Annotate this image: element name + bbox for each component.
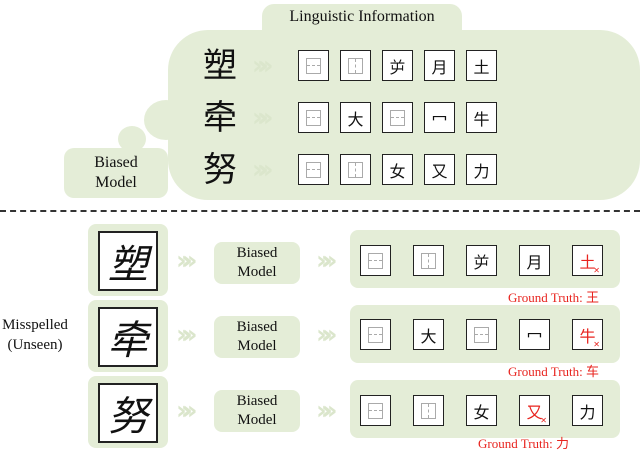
section-divider [0,210,640,212]
top-row-3: 努 [190,150,250,190]
component-box [360,319,391,350]
ground-truth-char: 车 [586,364,600,379]
component-box: 女 [466,395,497,426]
component-box [382,102,413,133]
structure-icon [348,161,363,178]
ground-truth: Ground Truth: 王 [508,287,599,306]
structure-icon [368,402,383,419]
ground-truth: Ground Truth: 力 [478,433,569,452]
top-row-1-components: 屰 月 土 [298,50,497,81]
component-box [413,245,444,276]
ground-truth-label: Ground Truth: [508,290,583,305]
biased-model-label: Biased Model [236,393,278,428]
structure-icon [474,326,489,343]
component-box [340,154,371,185]
error-x-icon: ✕ [540,416,547,425]
arrow-icon: »» [316,396,337,426]
linguistic-info-header: Linguistic Information [289,8,435,25]
ground-truth-char: 王 [586,290,600,305]
structure-icon [421,252,436,269]
ground-truth-label: Ground Truth: [478,436,553,451]
component-box: 又 [424,154,455,185]
top-row-2: 牵 [190,98,250,138]
component-box-wrong: 又 ✕ [519,395,550,426]
component-box [413,395,444,426]
top-row-1: 塑 [190,46,250,86]
component-box [298,154,329,185]
top-row-char: 牵 [203,98,237,138]
wrong-component: 土 [579,252,596,272]
component-box: 大 [340,102,371,133]
component-box: 力 [572,395,603,426]
biased-model-box: Biased Model [214,390,300,432]
arrow-icon: »» [252,51,273,81]
misspelled-label: Misspelled (Unseen) [0,315,70,355]
arrow-icon: »» [176,246,197,276]
top-row-char: 塑 [203,46,237,86]
component-box: 大 [413,319,444,350]
structure-icon [306,109,321,126]
bottom-row-1-components: 屰 月 土 ✕ [360,245,603,276]
thought-bubble [118,126,146,152]
arrow-icon: »» [316,320,337,350]
error-x-icon: ✕ [593,266,600,275]
component-box-wrong: 土 ✕ [572,245,603,276]
biased-model-label: Biased Model [236,319,278,354]
component-box [466,319,497,350]
thought-bubble [144,100,188,140]
component-box: 女 [382,154,413,185]
component-box: 牛 [466,102,497,133]
ground-truth-char: 力 [556,436,570,451]
component-box [340,50,371,81]
ground-truth-label: Ground Truth: [508,364,583,379]
component-box: 屰 [382,50,413,81]
top-row-2-components: 大 冖 牛 [298,102,497,133]
arrow-icon: »» [252,155,273,185]
component-box: 土 [466,50,497,81]
wrong-component: 牛 [579,326,596,346]
component-box: 力 [466,154,497,185]
wrong-component: 又 [526,402,543,422]
arrow-icon: »» [316,246,337,276]
component-box: 月 [424,50,455,81]
arrow-icon: »» [176,396,197,426]
biased-model-top-label: Biased Model [94,154,138,191]
handwritten-char: 塑 [98,231,158,291]
component-box: 冖 [519,319,550,350]
arrow-icon: »» [252,103,273,133]
bottom-row-2-components: 大 冖 牛 ✕ [360,319,603,350]
structure-icon [306,57,321,74]
component-box [298,102,329,133]
structure-icon [368,252,383,269]
ground-truth: Ground Truth: 车 [508,361,599,380]
component-box [360,395,391,426]
linguistic-info-header-tab [262,4,462,42]
structure-icon [306,161,321,178]
component-box: 月 [519,245,550,276]
component-box: 屰 [466,245,497,276]
structure-icon [390,109,405,126]
component-box: 冖 [424,102,455,133]
biased-model-box: Biased Model [214,316,300,358]
handwritten-char: 牵 [98,307,158,367]
top-row-3-components: 女 又 力 [298,154,497,185]
component-box-wrong: 牛 ✕ [572,319,603,350]
structure-icon [348,57,363,74]
biased-model-label: Biased Model [236,245,278,280]
biased-model-box: Biased Model [214,242,300,284]
structure-icon [368,326,383,343]
misspelled-label-text: Misspelled (Unseen) [2,317,68,353]
structure-icon [421,402,436,419]
handwritten-char: 努 [98,383,158,443]
component-box [360,245,391,276]
error-x-icon: ✕ [593,340,600,349]
top-row-char: 努 [203,150,237,190]
arrow-icon: »» [176,320,197,350]
biased-model-top: Biased Model [64,148,168,198]
component-box [298,50,329,81]
bottom-row-3-components: 女 又 ✕ 力 [360,395,603,426]
